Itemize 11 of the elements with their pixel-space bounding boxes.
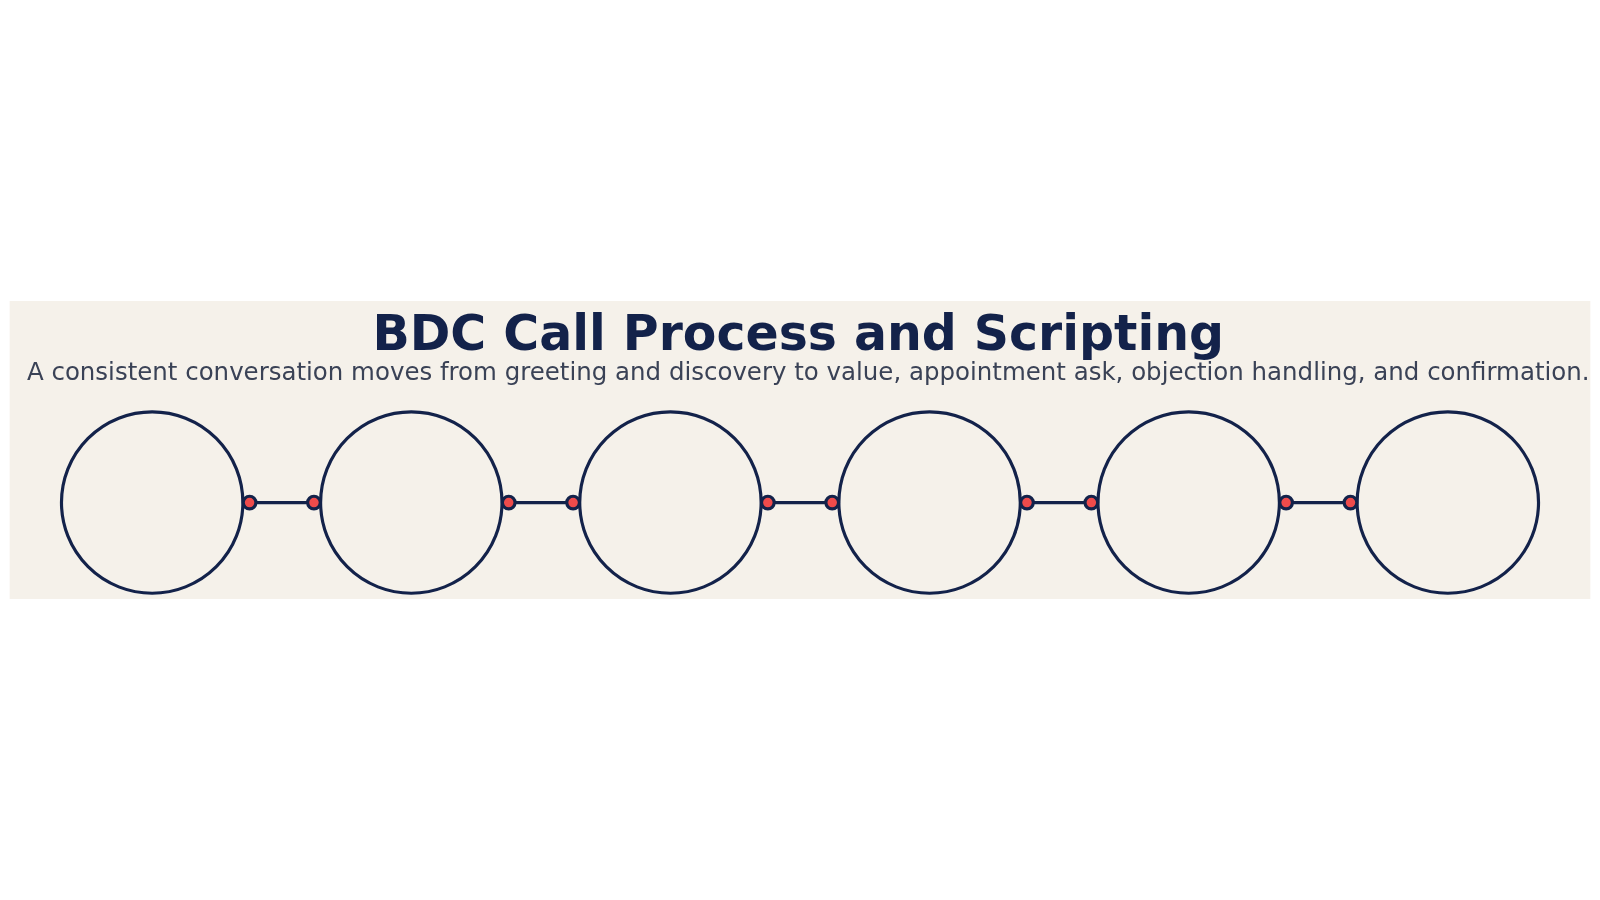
node-circle <box>1355 410 1541 595</box>
connector <box>759 494 841 511</box>
node-circle <box>578 410 763 595</box>
connector <box>500 494 581 511</box>
node-circle <box>319 410 504 595</box>
node-circle <box>59 410 245 595</box>
connector <box>1278 494 1359 511</box>
connector <box>1019 494 1100 511</box>
node-circle <box>837 410 1022 595</box>
connector <box>241 494 322 511</box>
node-circle <box>1096 410 1281 595</box>
